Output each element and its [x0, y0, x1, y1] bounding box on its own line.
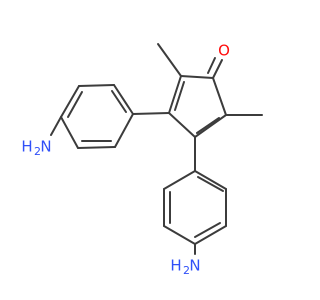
- cyclopentadienone-ring: [168, 75, 227, 138]
- molecule-structure: O H 2 N H 2 N: [21, 42, 263, 278]
- amine-left-label: H 2 N: [21, 138, 51, 159]
- amine-bottom-label: H 2 N: [170, 257, 200, 278]
- amine-left-subscript: 2: [34, 145, 41, 158]
- aminophenyl-left: [50, 84, 170, 149]
- aminophenyl-bottom: [163, 136, 227, 255]
- amine-bottom-subscript: 2: [183, 264, 190, 277]
- methyl-top: [157, 43, 182, 77]
- amine-left-h: H: [21, 138, 32, 156]
- amine-bottom-n: N: [189, 257, 200, 275]
- carbonyl-bond: [207, 57, 223, 79]
- oxygen-atom-label: O: [218, 42, 230, 60]
- amine-left-n: N: [40, 138, 51, 156]
- amine-bottom-h: H: [170, 257, 181, 275]
